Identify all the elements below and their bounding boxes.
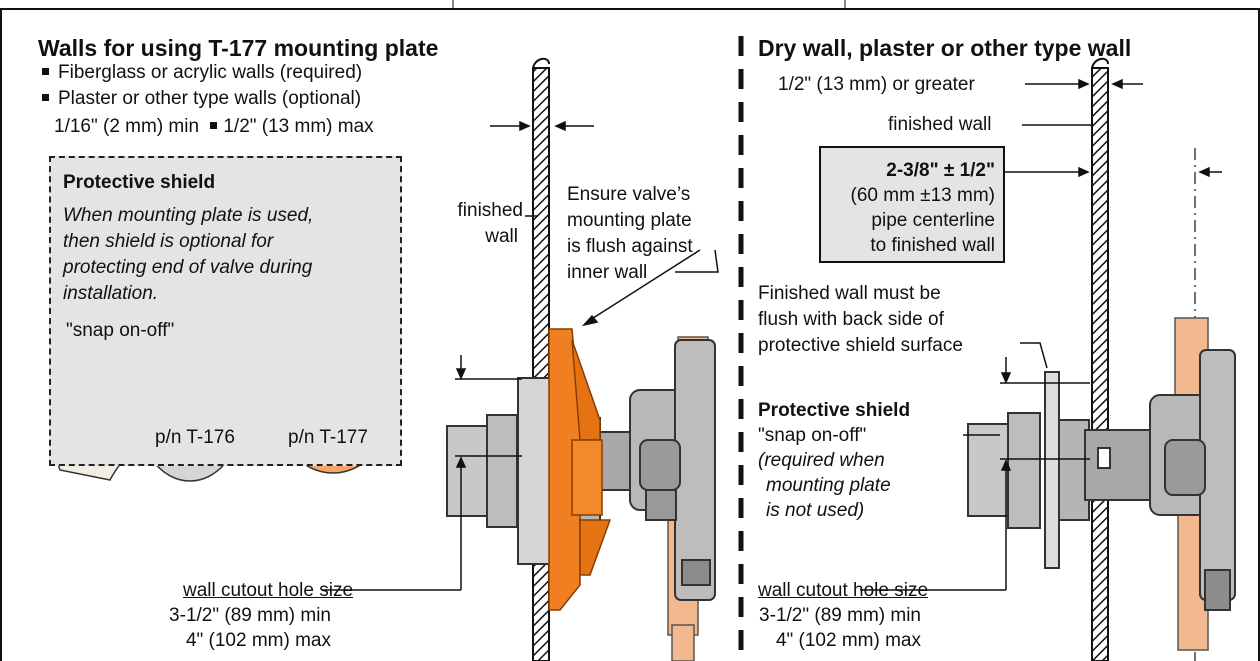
right-valve-body [967, 349, 1236, 611]
snap-on-off-label: "snap on-off" [66, 320, 175, 341]
right-cutout-label: wall cutout hole size [758, 580, 929, 601]
shield-box-line-4: installation. [63, 283, 159, 304]
flush-note-3: protective shield surface [758, 335, 963, 356]
protective-shield-box [49, 156, 402, 466]
left-bullet-2: Plaster or other type walls (optional) [40, 88, 361, 110]
bullet-icon [42, 93, 49, 101]
right-dimension-marks [860, 78, 1222, 591]
left-cutout-max: 4" (102 mm) max [185, 630, 331, 651]
right-shield-title: Protective shield [758, 400, 911, 421]
centerline-line-1: pipe centerline [871, 210, 995, 231]
left-finished-wall [532, 57, 550, 661]
left-bullet-1-text: Fiberglass or acrylic walls (required) [58, 62, 363, 83]
flush-note-1: Finished wall must be [758, 283, 941, 304]
right-title: Dry wall, plaster or other type wall [758, 35, 1132, 61]
ensure-note-2: mounting plate [567, 210, 692, 231]
part-number-plate: p/n T-177 [288, 427, 368, 448]
right-shield-line-2: mounting plate [766, 475, 891, 496]
left-dimension-marks [322, 120, 719, 591]
left-bullet-1: Fiberglass or acrylic walls (required) [40, 62, 362, 84]
right-shield-line-3: is not used) [766, 500, 865, 521]
left-title: Walls for using T-177 mounting plate [38, 35, 439, 61]
ensure-note-4: inner wall [567, 262, 648, 283]
left-bullet-2-text: Plaster or other type walls (optional) [58, 88, 362, 109]
left-cutout-min: 3-1/2" (89 mm) min [169, 605, 331, 626]
shield-box-title: Protective shield [63, 172, 216, 193]
flush-note-2: flush with back side of [758, 309, 944, 330]
right-cutout-min: 3-1/2" (89 mm) min [759, 605, 921, 626]
bullet-icon [210, 121, 218, 129]
shield-box-line-2: then shield is optional for [63, 231, 274, 252]
centerline-box [819, 146, 1005, 263]
shield-box-line-3: protecting end of valve during [63, 257, 313, 278]
centerline-value: 2-3/8" ± 1/2" [886, 160, 995, 181]
ensure-note-3: is flush against [567, 236, 693, 257]
centerline-metric: (60 mm ±13 mm) [850, 185, 996, 206]
orange-mounting-plate [548, 328, 612, 611]
left-finished-wall-label-2: wall [485, 226, 518, 247]
left-thickness: 1/16" (2 mm) min 1/2" (13 mm) max [54, 116, 374, 138]
part-number-shield: p/n T-176 [155, 427, 235, 448]
thickness-min: 1/16" (2 mm) min [54, 116, 200, 137]
left-cutout-label: wall cutout hole size [183, 580, 354, 601]
right-finished-wall-label: finished wall [888, 114, 992, 135]
right-shield-line-1: (required when [758, 450, 885, 471]
right-shield-snap: "snap on-off" [758, 425, 867, 446]
centerline-line-2: to finished wall [870, 235, 995, 256]
bullet-icon [42, 67, 49, 75]
right-thickness: 1/2" (13 mm) or greater [778, 74, 975, 95]
shield-box-line-1: When mounting plate is used, [63, 205, 314, 226]
left-finished-wall-label-1: finished [457, 200, 524, 221]
thickness-max: 1/2" (13 mm) max [223, 116, 374, 137]
right-finished-wall [1091, 57, 1109, 661]
right-cutout-max: 4" (102 mm) max [775, 630, 921, 651]
ensure-note-1: Ensure valve’s [567, 184, 691, 205]
